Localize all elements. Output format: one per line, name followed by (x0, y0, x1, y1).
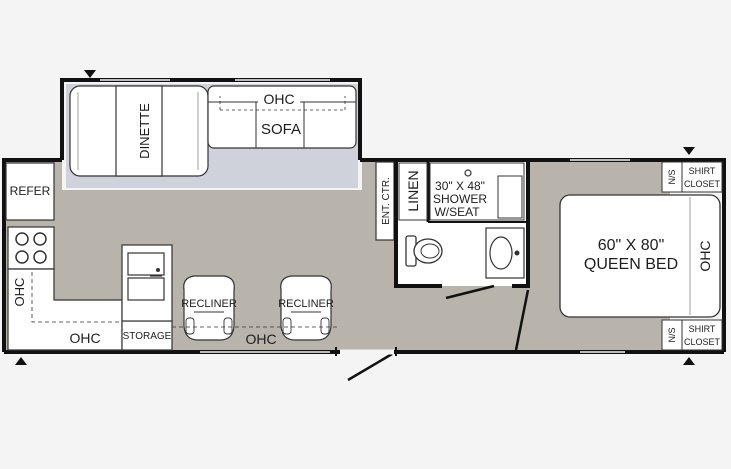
bedroom-door (514, 289, 530, 351)
kitchen-sink (121, 244, 173, 322)
linen-cabinet (398, 162, 428, 221)
refer-label: REFER (10, 184, 51, 198)
recliner-right-label: RECLINER (278, 298, 334, 310)
marker-top-left-triangle-icon (84, 70, 96, 78)
bathroom-sink (485, 227, 525, 279)
shower (429, 162, 525, 221)
toilet (405, 235, 443, 267)
ns-bottom-label: N/S (667, 327, 677, 342)
bathroom-door (445, 284, 495, 300)
sofa (207, 85, 357, 149)
storage (121, 320, 173, 351)
shirt-closet-top-label-2: CLOSET (684, 179, 721, 189)
shirt-closet-bottom-label-2: CLOSET (684, 337, 721, 347)
shower-seat-label: W/SEAT (434, 205, 480, 219)
bed-size-label: 60" X 80" (598, 237, 665, 254)
sofa-label: SOFA (261, 121, 301, 138)
refrigerator (5, 162, 55, 221)
entry-door (347, 352, 393, 382)
shirt-closet-bottom (681, 319, 723, 351)
ohc-bottom-label: OHC (245, 331, 276, 347)
ent-ctr-label: ENT. CTR. (381, 177, 392, 225)
shower-size-label: 30" X 48" (435, 179, 485, 193)
ns-top-label: N/S (667, 169, 677, 184)
slideout-wall (60, 78, 362, 160)
outer-wall-top-right (360, 158, 726, 352)
dinette-label: DINETTE (137, 103, 152, 159)
queen-bed (559, 194, 721, 318)
shirt-closet-top-label-1: SHIRT (689, 166, 716, 176)
recliner-left-label: RECLINER (181, 298, 237, 310)
linen-label: LINEN (405, 170, 421, 211)
recliner-left (183, 275, 235, 341)
marker-top-right-triangle-icon (683, 147, 695, 155)
ohc-kitchen-label: OHC (69, 330, 100, 346)
marker-bottom-right-triangle-icon (683, 357, 695, 365)
storage-label: STORAGE (123, 331, 172, 342)
shirt-closet-bottom-label-1: SHIRT (689, 324, 716, 334)
dinette (69, 85, 209, 177)
shirt-closet-top (681, 161, 723, 193)
ohc-left-label: OHC (12, 278, 27, 307)
shower-label: SHOWER (433, 192, 487, 206)
bed-label: QUEEN BED (584, 256, 678, 273)
range-stove (7, 226, 55, 270)
bathroom-wall (394, 160, 442, 288)
recliner-right (280, 275, 332, 341)
outer-wall-top-left (2, 158, 62, 352)
marker-bottom-left-triangle-icon (15, 357, 27, 365)
ohc-bed-label: OHC (697, 240, 713, 271)
ohc-sofa-label: OHC (263, 91, 294, 107)
